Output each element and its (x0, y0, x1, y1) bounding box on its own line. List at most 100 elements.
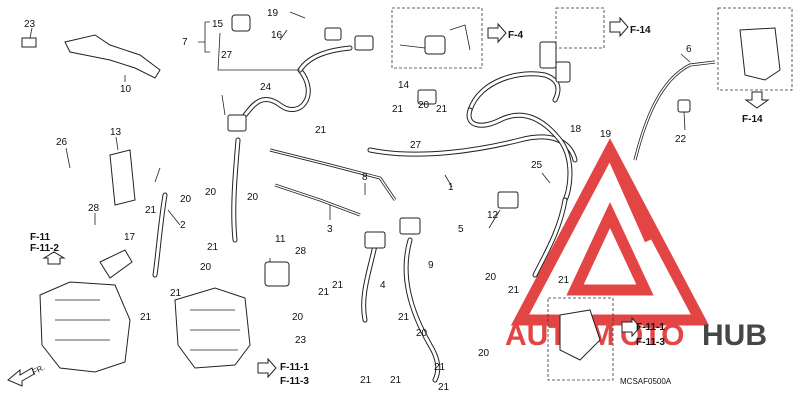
callout-9: 9 (428, 260, 434, 271)
arrow-f14-top (609, 16, 629, 38)
ref-f11-1-middle: F-11-1 (280, 362, 309, 373)
inset-f14-part (739, 27, 781, 81)
callout-12: 12 (487, 210, 499, 221)
callout-21: 21 (436, 104, 448, 115)
reference-labels: F-4 F-14 F-14 F-11 F-11-2 F-11-1 F-11-3 … (30, 25, 763, 387)
callout-15: 15 (212, 19, 224, 30)
callout-8: 8 (362, 172, 368, 183)
ref-f14-right: F-14 (742, 114, 763, 125)
ref-f14-top: F-14 (630, 25, 651, 36)
pipe-6 (633, 60, 716, 161)
callout-5: 5 (458, 224, 464, 235)
callout-7: 7 (182, 37, 188, 48)
ref-f11-1-right: F-11-1 (636, 322, 665, 333)
joint-hose-4 (364, 231, 386, 249)
joint-15 (231, 14, 251, 32)
ref-f11-3-middle: F-11-3 (280, 376, 309, 387)
callout-20: 20 (418, 100, 430, 111)
callout-21: 21 (392, 104, 404, 115)
callout-22: 22 (675, 134, 687, 145)
part-22 (677, 99, 691, 113)
callout-6: 6 (686, 44, 692, 55)
inset-f4-part (424, 35, 446, 55)
callout-1: 1 (448, 182, 454, 193)
callout-26: 26 (56, 137, 68, 148)
joint-16 (324, 27, 342, 41)
pipe-8 (269, 148, 397, 201)
callout-3: 3 (327, 224, 333, 235)
inset-box-f14-right (717, 7, 793, 91)
callout-21: 21 (434, 362, 446, 373)
callout-21: 21 (438, 382, 450, 393)
joint-top-right-b (555, 61, 571, 83)
arrow-f111-middle (257, 357, 277, 379)
joint-13 (109, 149, 136, 206)
joint-hose-9 (399, 217, 421, 235)
callout-21: 21 (332, 280, 344, 291)
caliper-left (39, 281, 131, 373)
callout-20: 20 (292, 312, 304, 323)
callout-11: 11 (275, 234, 286, 245)
callout-23-bottom: 23 (295, 335, 307, 346)
callout-21: 21 (558, 275, 570, 286)
callout-21: 21 (360, 375, 372, 386)
callout-20: 20 (200, 262, 212, 273)
callout-21: 21 (207, 242, 219, 253)
arrow-f14-down (744, 91, 770, 109)
callout-16: 16 (271, 30, 283, 41)
callout-18: 18 (570, 124, 582, 135)
joint-11 (264, 261, 290, 287)
callout-13: 13 (110, 127, 122, 138)
callout-4: 4 (380, 280, 386, 291)
ref-f11-3-right: F-11-3 (636, 337, 665, 348)
callout-19-right: 19 (600, 129, 612, 140)
callout-28-left: 28 (88, 203, 100, 214)
parts (21, 14, 781, 373)
callout-21: 21 (508, 285, 520, 296)
joint-14 (417, 89, 437, 105)
inset-box-bottom-right (547, 297, 614, 381)
callout-20: 20 (247, 192, 259, 203)
caliper-middle (174, 287, 251, 369)
callout-21: 21 (398, 312, 410, 323)
arrow-f111-right (621, 316, 641, 338)
joint-left-upper (227, 114, 247, 132)
watermark-text-right: HUB (702, 319, 767, 352)
diagram-code: MCSAF0500A (620, 377, 672, 386)
callout-numbers: 1 2 3 4 5 6 7 8 9 10 11 12 13 14 15 16 1… (24, 8, 692, 393)
callout-20: 20 (180, 194, 192, 205)
callout-21: 21 (140, 312, 152, 323)
reference-arrows (7, 16, 770, 387)
callout-20: 20 (478, 348, 490, 359)
bracket-17 (99, 249, 133, 279)
callout-21: 21 (315, 125, 327, 136)
joint-16b (354, 35, 374, 51)
joint-top-right (539, 41, 557, 69)
front-arrow (7, 367, 35, 387)
callout-2: 2 (180, 220, 186, 231)
callout-20: 20 (416, 328, 428, 339)
callout-19-top: 19 (267, 8, 279, 19)
brake-pipes (269, 60, 716, 217)
callout-28-middle: 28 (295, 246, 307, 257)
ref-f4: F-4 (508, 30, 523, 41)
callout-10: 10 (120, 84, 132, 95)
callout-17: 17 (124, 232, 136, 243)
inset-box-f14-top (555, 7, 605, 49)
leader-lines (29, 11, 691, 262)
joint-12 (497, 191, 519, 209)
inset-bottom-part (559, 309, 601, 361)
arrow-f11-up (42, 251, 66, 265)
bolt-23 (21, 37, 37, 48)
ref-f11: F-11 (30, 232, 50, 243)
callout-25: 25 (531, 160, 543, 171)
callout-27-top: 27 (221, 50, 233, 61)
front-label: FR. (31, 363, 47, 377)
callout-23-top: 23 (24, 19, 36, 30)
callout-21: 21 (145, 205, 157, 216)
ref-f11-2: F-11-2 (30, 243, 59, 254)
inset-box-f4 (391, 7, 483, 69)
arrow-f4 (487, 22, 507, 44)
brake-hoses (152, 45, 578, 383)
